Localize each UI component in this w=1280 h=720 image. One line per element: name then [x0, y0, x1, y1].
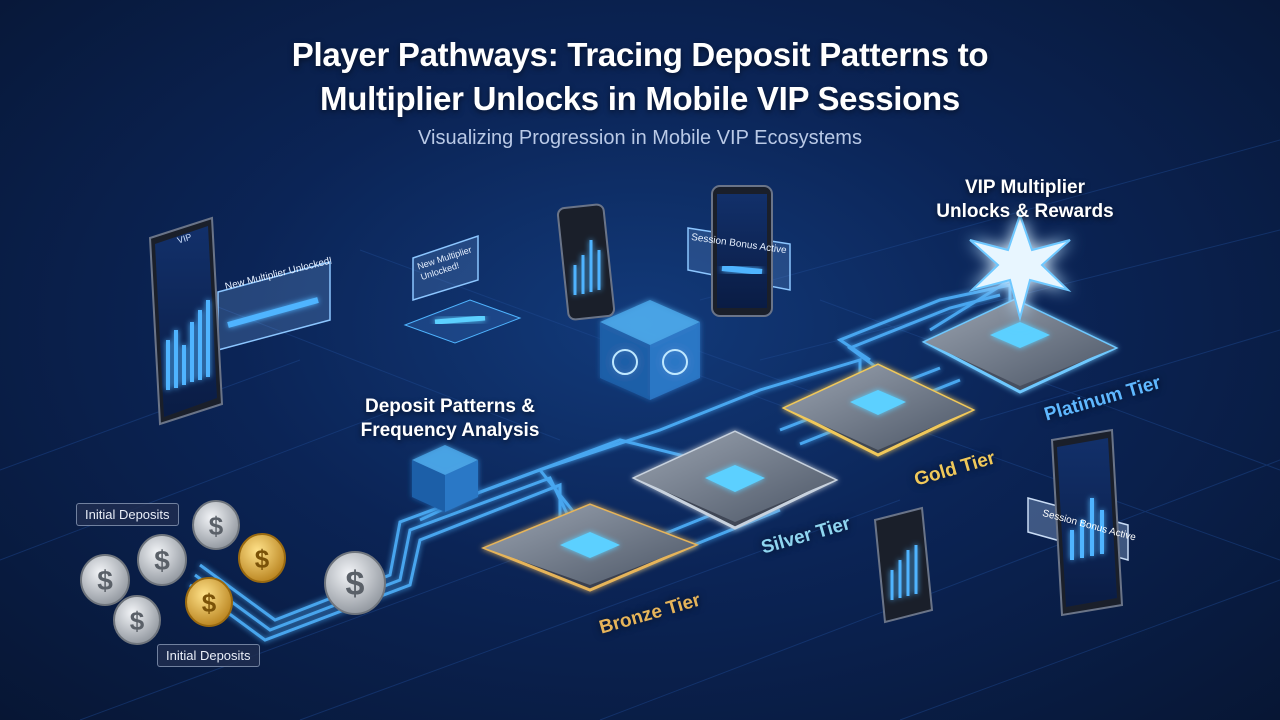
- phone-top-right: [711, 185, 773, 317]
- coins: $ $ $ $ $ $ $: [80, 500, 386, 645]
- deposit-patterns-line-1: Deposit Patterns &: [365, 396, 535, 417]
- svg-text:$: $: [154, 545, 170, 576]
- vip-line-1: VIP Multiplier: [964, 177, 1085, 198]
- title-line-1: Player Pathways: Tracing Deposit Pattern…: [291, 36, 989, 73]
- vip-starburst-icon: [968, 211, 1072, 322]
- phone-bottom-mid: [873, 506, 934, 624]
- tier-platform-gold: [781, 363, 976, 457]
- phone-top-small: [556, 203, 616, 321]
- phone-bottom-right: [1050, 428, 1124, 617]
- vip-line-2: Unlocks & Rewards: [936, 201, 1114, 222]
- vip-multiplier-label: VIP Multiplier Unlocks & Rewards: [910, 176, 1140, 224]
- svg-text:$: $: [202, 588, 217, 618]
- tier-platform-silver: [631, 430, 839, 530]
- subtitle: Visualizing Progression in Mobile VIP Ec…: [418, 127, 862, 149]
- svg-text:$: $: [97, 565, 113, 596]
- svg-text:$: $: [209, 511, 224, 541]
- tier-platform-bronze: [481, 503, 699, 592]
- phone-left: [148, 216, 224, 426]
- deposit-patterns-label: Deposit Patterns & Frequency Analysis: [340, 395, 560, 443]
- hologram-card-mid: [403, 234, 522, 344]
- tier-platform-platinum: [921, 298, 1119, 394]
- title-line-2: Multiplier Unlocks in Mobile VIP Session…: [320, 80, 960, 117]
- initial-deposits-chip-top: Initial Deposits: [76, 503, 179, 526]
- analytics-cube-small: [412, 445, 478, 512]
- initial-deposits-chip-bottom: Initial Deposits: [157, 644, 260, 667]
- svg-text:$: $: [255, 544, 270, 574]
- svg-text:$: $: [130, 606, 145, 636]
- deposit-patterns-line-2: Frequency Analysis: [360, 420, 540, 441]
- circuit-grid: [0, 139, 1280, 720]
- svg-text:$: $: [346, 565, 365, 603]
- analytics-cube-top: [600, 300, 700, 400]
